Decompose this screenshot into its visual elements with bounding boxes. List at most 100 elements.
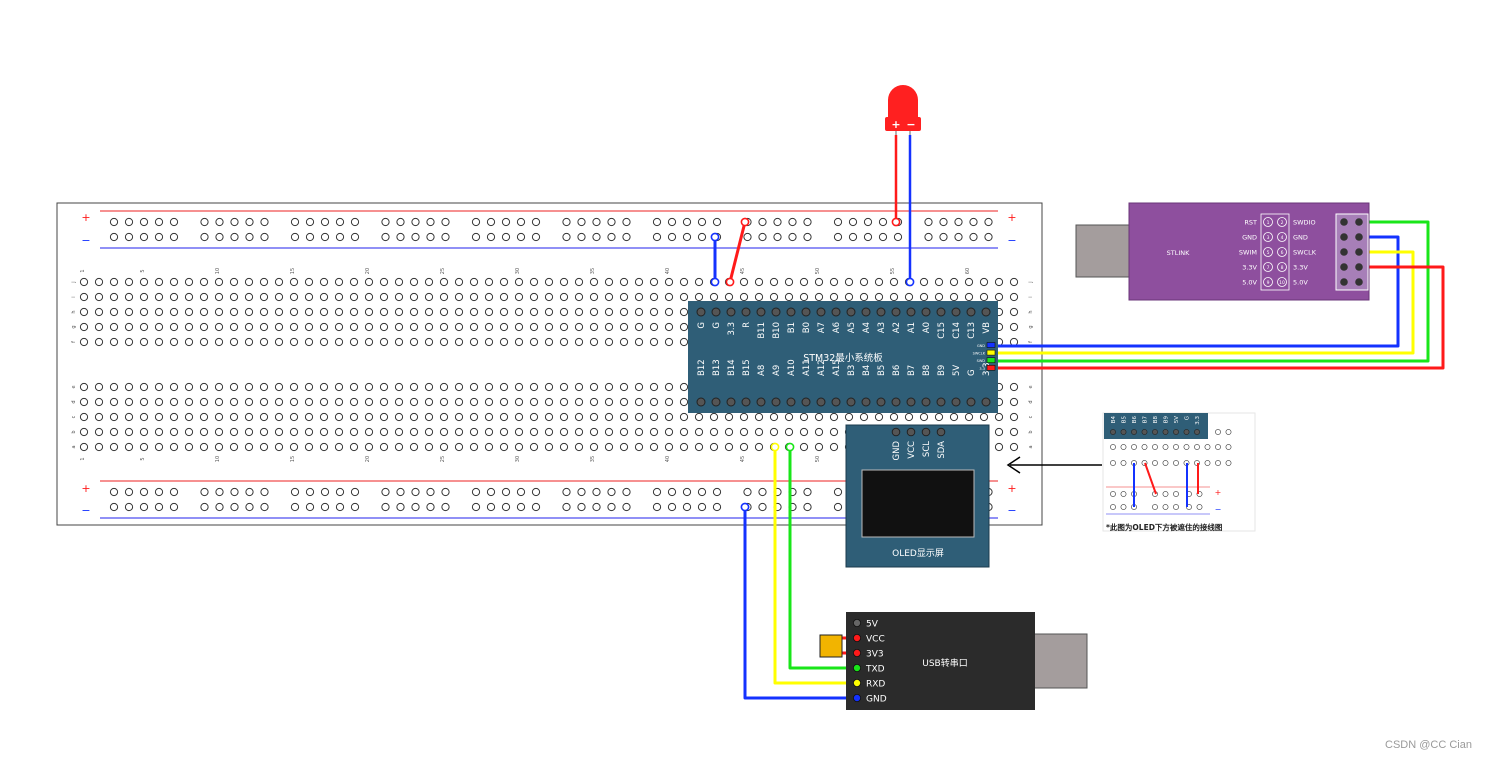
inset-hole <box>1215 460 1221 466</box>
breadboard-hole <box>349 382 359 392</box>
breadboard-hole <box>649 277 659 287</box>
wire-uart-rxd <box>773 447 857 685</box>
rail-hole <box>878 217 888 227</box>
stlink-header-pin <box>1277 262 1287 272</box>
rail-hole <box>305 232 315 242</box>
breadboard-hole <box>709 442 719 452</box>
inset-pin <box>1183 429 1190 435</box>
breadboard-hole <box>409 292 419 302</box>
rail-hole <box>501 502 511 512</box>
rail-hole <box>758 232 767 242</box>
inset-hole <box>1152 460 1158 466</box>
rail-hole <box>577 217 586 227</box>
breadboard-hole <box>169 427 179 437</box>
breadboard-hole <box>709 427 719 437</box>
breadboard-hole <box>799 427 809 437</box>
breadboard-hole <box>664 427 674 437</box>
breadboard-hole <box>364 397 374 407</box>
row-letter: c <box>71 415 77 418</box>
stlink-header-pin <box>1277 217 1287 227</box>
breadboard-hole <box>184 382 194 392</box>
breadboard-hole <box>559 397 569 407</box>
breadboard-hole <box>679 277 689 287</box>
breadboard-hole <box>379 442 389 452</box>
breadboard-hole <box>109 307 119 317</box>
row-letter: h <box>71 310 77 313</box>
inset-pin-label: B7 <box>1143 416 1149 424</box>
breadboard-hole <box>199 292 209 302</box>
stm32-bottom-pin-label: A10 <box>787 359 797 376</box>
rail-hole <box>622 232 631 242</box>
breadboard-hole <box>1009 442 1019 452</box>
rail-hole <box>305 502 315 512</box>
row-letter: d <box>1028 400 1034 403</box>
rail-hole <box>758 502 767 512</box>
breadboard-hole <box>649 307 659 317</box>
breadboard-hole <box>289 442 299 452</box>
breadboard-hole <box>154 292 164 302</box>
breadboard-hole <box>604 277 614 287</box>
rail-hole <box>260 487 269 497</box>
rail-hole <box>260 502 269 512</box>
rail-hole <box>773 217 782 227</box>
breadboard-hole <box>439 442 449 452</box>
rail-hole <box>773 232 782 242</box>
stm32-bottom-pin <box>921 397 931 407</box>
breadboard-hole <box>499 337 509 347</box>
rail-hole <box>592 232 601 242</box>
breadboard-hole <box>139 322 149 332</box>
breadboard-hole <box>529 292 539 302</box>
rail-hole <box>803 232 812 242</box>
oled-pin-label: SDA <box>937 441 947 459</box>
rail-hole <box>441 487 450 497</box>
rail-hole <box>577 232 586 242</box>
column-number-bottom: 30 <box>515 456 521 462</box>
row-letter: g <box>71 325 77 328</box>
breadboard-hole <box>904 412 914 422</box>
wire-swd-dio <box>998 220 1430 363</box>
breadboard-hole <box>139 382 149 392</box>
stm32-top-pin-label: A7 <box>817 322 827 333</box>
breadboard-hole <box>754 442 764 452</box>
breadboard-hole <box>934 277 944 287</box>
breadboard-hole <box>169 382 179 392</box>
rail-hole <box>667 487 677 497</box>
breadboard-hole <box>439 307 449 317</box>
breadboard-hole <box>364 322 374 332</box>
breadboard-hole <box>604 382 614 392</box>
breadboard-hole <box>754 427 764 437</box>
breadboard-hole <box>799 292 809 302</box>
stm32-bottom-pin-label: B8 <box>922 365 932 376</box>
breadboard-hole <box>604 442 614 452</box>
breadboard-hole <box>289 382 299 392</box>
breadboard-hole <box>304 277 314 287</box>
breadboard-hole <box>769 292 779 302</box>
breadboard-hole <box>484 337 494 347</box>
breadboard-hole <box>724 412 734 422</box>
rail-hole <box>335 487 345 497</box>
breadboard-hole <box>349 427 359 437</box>
column-number-top: 45 <box>740 268 746 274</box>
stm32-top-pin-label: A3 <box>877 322 887 333</box>
inset-hole <box>1183 444 1190 450</box>
stm32-top-pin <box>876 307 886 317</box>
breadboard-hole <box>694 442 704 452</box>
inset-hole <box>1225 429 1232 435</box>
rail-hole <box>682 232 692 242</box>
breadboard-hole <box>124 397 134 407</box>
rail-hole <box>154 232 164 242</box>
breadboard-hole <box>664 397 674 407</box>
oled-pin <box>906 427 916 437</box>
breadboard-hole <box>559 427 569 437</box>
stm32-top-pin-label: B1 <box>787 322 797 333</box>
breadboard-hole <box>664 277 674 287</box>
rail-hole <box>501 232 511 242</box>
stm32-top-pin-label: A0 <box>922 322 932 333</box>
inset-hole <box>1120 444 1127 450</box>
rail-hole <box>471 217 481 227</box>
rail-hole <box>531 232 541 242</box>
rail-hole <box>139 232 149 242</box>
breadboard-hole <box>424 307 434 317</box>
breadboard-hole <box>139 442 149 452</box>
